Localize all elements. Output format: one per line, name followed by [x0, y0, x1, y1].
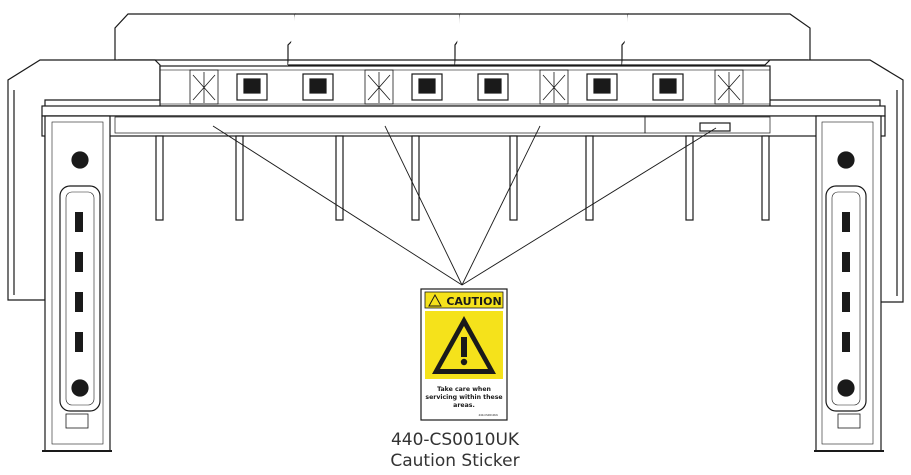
sticker-body-line-1: Take care when — [437, 386, 491, 393]
leader-lines — [212, 125, 717, 286]
sticker-body-line-2: servicing within these — [425, 394, 502, 401]
caution-header-text: CAUTION — [446, 295, 501, 308]
fan-icon — [189, 69, 744, 105]
left-wing — [7, 59, 161, 301]
caution-sticker: CAUTION Take care when servicing within … — [420, 288, 508, 421]
part-number-label: 440-CS0010UK — [390, 430, 520, 450]
door-handle-icon — [236, 73, 684, 101]
module-details — [71, 69, 855, 397]
sticker-body-line-3: areas. — [453, 402, 475, 409]
main-beam — [41, 105, 886, 137]
caution-header — [424, 291, 504, 309]
hanging-posts — [155, 135, 770, 221]
part-description-label: Caution Sticker — [390, 451, 520, 471]
warning-triangle-icon — [428, 293, 442, 307]
vent-slots — [75, 212, 850, 352]
sticker-small-code: 440-CS0010UK — [478, 413, 498, 417]
top-hood — [114, 13, 811, 66]
